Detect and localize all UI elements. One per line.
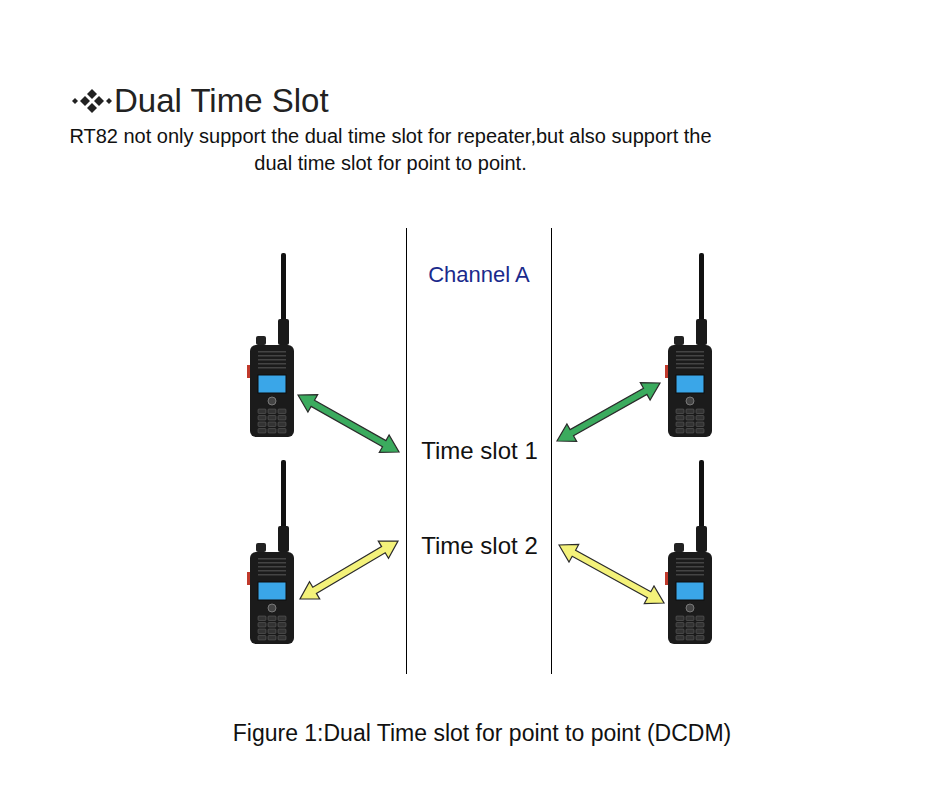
arrow [300, 541, 398, 599]
radio-handset [665, 253, 712, 437]
subtitle: RT82 not only support the dual time slot… [68, 123, 713, 177]
time-slot-label: Time slot 1 [408, 436, 551, 465]
title: Dual Time Slot [114, 84, 329, 117]
radio-handset [665, 460, 712, 644]
arrows [298, 383, 664, 604]
time-slot-label: Time slot 2 [408, 531, 551, 560]
channel-label: Channel A [407, 262, 551, 288]
radio-handset [247, 253, 294, 437]
caption: Figure 1:Dual Time slot for point to poi… [100, 720, 864, 748]
radios [247, 253, 712, 644]
arrow [298, 395, 399, 453]
arrow [557, 383, 660, 442]
arrow [559, 545, 664, 604]
radio-handset [247, 460, 294, 644]
title-icon [72, 89, 112, 113]
